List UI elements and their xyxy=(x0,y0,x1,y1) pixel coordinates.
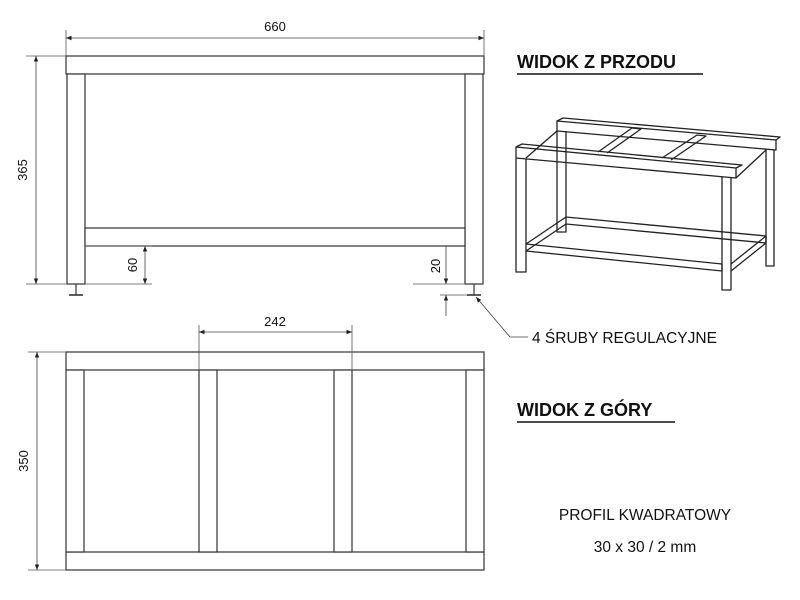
screw-callout-label: 4 ŚRUBY REGULACYJNE xyxy=(532,329,717,347)
profile-type-label: PROFIL KWADRATOWY xyxy=(559,507,731,524)
screw-callout-leader xyxy=(475,296,528,338)
span-label: 242 xyxy=(264,314,286,329)
shelf-rail xyxy=(84,227,466,247)
depth-label: 350 xyxy=(16,450,31,472)
shelf-height-dimension: 60 xyxy=(85,245,152,285)
foot-dim-label: 20 xyxy=(428,259,443,273)
front-view-title: WIDOK Z PRZODU xyxy=(517,52,676,72)
top-view-front-rail xyxy=(65,551,485,571)
front-height-dimension: 365 xyxy=(15,55,67,285)
left-leg xyxy=(66,73,86,285)
top-view-crossbar-right xyxy=(333,369,353,553)
right-leg xyxy=(464,73,484,285)
right-foot xyxy=(467,284,481,296)
top-rail xyxy=(65,55,485,75)
top-view-title: WIDOK Z GÓRY xyxy=(517,399,652,420)
profile-size-label: 30 x 30 / 2 mm xyxy=(594,539,697,556)
depth-dimension: 350 xyxy=(16,351,66,571)
left-foot xyxy=(69,284,83,296)
top-view-crossbar-left xyxy=(198,369,218,553)
top-view-left-rail xyxy=(65,369,85,553)
foot-dimension: 20 xyxy=(413,246,467,316)
front-height-label: 365 xyxy=(15,159,30,181)
top-view-right-rail xyxy=(465,369,485,553)
top-view-drawing xyxy=(65,351,485,571)
isometric-view xyxy=(515,117,781,291)
top-view-back-rail xyxy=(65,351,485,371)
front-view-drawing xyxy=(65,55,485,296)
front-width-label: 660 xyxy=(264,19,286,34)
shelf-height-label: 60 xyxy=(125,258,140,272)
front-width-dimension: 660 xyxy=(65,19,485,56)
span-dimension: 242 xyxy=(198,314,353,370)
